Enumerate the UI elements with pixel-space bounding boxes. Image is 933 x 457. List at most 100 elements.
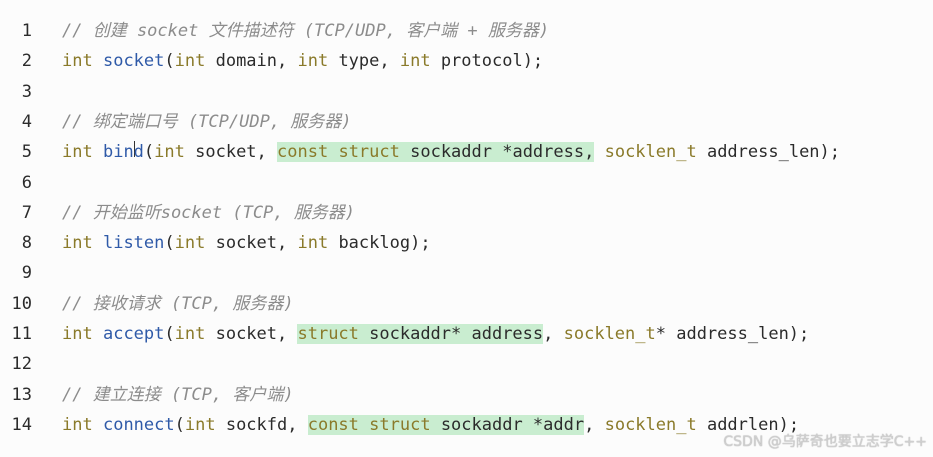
line-number: 5	[21, 142, 32, 163]
code-line: 6	[0, 168, 933, 198]
code-line: 1 // 创建 socket 文件描述符 (TCP/UDP, 客户端 + 服务器)	[0, 16, 933, 46]
function-name: bind	[102, 142, 144, 163]
line-number: 3	[21, 81, 32, 102]
line-content: // 创建 socket 文件描述符 (TCP/UDP, 客户端 + 服务器)	[62, 16, 549, 46]
code-token	[93, 415, 103, 435]
type-keyword: int	[174, 51, 206, 72]
code-token: socket,	[205, 324, 298, 344]
type-keyword: int	[62, 414, 93, 435]
code-token	[93, 233, 103, 253]
type-keyword: const	[307, 414, 359, 435]
type-keyword: socklen_t	[604, 142, 697, 163]
line-number: 11	[11, 324, 32, 344]
line-number: 6	[21, 172, 32, 193]
code-token: ,	[543, 324, 564, 344]
code-line: 7 // 开始监听socket (TCP, 服务器)	[0, 198, 933, 228]
function-name: connect	[102, 414, 175, 435]
code-token: type,	[328, 51, 400, 72]
line-number: 9	[21, 263, 32, 284]
line-number: 13	[11, 384, 32, 405]
line-content: int listen(int socket, int backlog);	[62, 228, 431, 258]
code-line: 5 int bind(int socket, const struct socka…	[0, 137, 933, 167]
type-keyword: int	[174, 233, 206, 254]
line-content: // 建立连接 (TCP, 客户端)	[62, 380, 294, 410]
code-comment: // 开始监听socket (TCP, 服务器)	[62, 202, 355, 223]
type-keyword: int	[62, 233, 93, 254]
line-number: 4	[21, 111, 32, 132]
code-token	[358, 414, 370, 435]
code-token	[594, 142, 604, 162]
type-keyword: int	[399, 51, 431, 72]
code-comment: // 接收请求 (TCP, 服务器)	[62, 293, 294, 314]
code-token: * address_len);	[655, 324, 810, 344]
code-token: (	[164, 51, 175, 72]
code-token: sockaddr *address,	[399, 142, 595, 163]
function-name: socket	[102, 51, 165, 72]
code-token: sockaddr* address	[358, 324, 544, 344]
code-token: domain,	[205, 51, 298, 72]
code-line: 4 // 绑定端口号 (TCP/UDP, 服务器)	[0, 107, 933, 137]
function-name: listen	[102, 233, 165, 254]
code-token: (	[164, 324, 175, 344]
code-token: sockaddr *addr	[430, 414, 585, 435]
code-token: (	[174, 414, 185, 435]
line-number: 8	[21, 233, 32, 254]
type-keyword: int	[62, 51, 93, 72]
line-content: // 接收请求 (TCP, 服务器)	[62, 289, 294, 319]
type-keyword: int	[297, 233, 329, 254]
function-name: accept	[102, 324, 165, 344]
text-cursor-icon	[134, 141, 135, 157]
watermark: CSDN @乌萨奇也要立志学C++	[723, 434, 927, 450]
line-number: 7	[21, 202, 32, 223]
code-token: backlog);	[328, 233, 431, 254]
line-content: // 绑定端口号 (TCP/UDP, 服务器)	[62, 107, 352, 137]
line-number: 1	[21, 21, 32, 41]
type-keyword: struct	[369, 414, 431, 435]
code-token: socket,	[205, 233, 298, 254]
code-comment: // 建立连接 (TCP, 客户端)	[62, 384, 294, 405]
type-keyword: socklen_t	[563, 324, 656, 344]
code-token: (	[164, 233, 175, 254]
type-keyword: int	[297, 51, 329, 72]
line-content: int socket(int domain, int type, int pro…	[62, 46, 543, 76]
code-token: (	[143, 142, 155, 163]
type-keyword: struct	[338, 142, 400, 163]
code-token: address_len);	[696, 142, 841, 163]
type-keyword: int	[174, 324, 206, 344]
code-token: sockfd,	[215, 414, 308, 435]
code-token: protocol);	[430, 51, 544, 72]
line-number: 10	[11, 293, 32, 314]
type-keyword: socklen_t	[604, 414, 697, 435]
type-keyword: struct	[297, 324, 359, 344]
code-token: addrlen);	[696, 414, 800, 435]
line-number: 12	[11, 354, 32, 375]
line-content: int bind(int socket, const struct sockad…	[62, 137, 840, 167]
code-line: 3	[0, 77, 933, 107]
line-number: 2	[21, 51, 32, 72]
code-token	[328, 142, 339, 163]
line-content: int accept(int socket, struct sockaddr* …	[62, 319, 809, 349]
code-line: 10 // 接收请求 (TCP, 服务器)	[0, 289, 933, 319]
code-comment: // 创建 socket 文件描述符 (TCP/UDP, 客户端 + 服务器)	[62, 21, 550, 41]
code-line: 13 // 建立连接 (TCP, 客户端)	[0, 380, 933, 410]
code-token	[93, 142, 103, 162]
line-number: 14	[11, 414, 32, 435]
code-line: 12	[0, 349, 933, 379]
type-keyword: int	[184, 414, 216, 435]
type-keyword: const	[277, 142, 329, 163]
type-keyword: int	[154, 142, 185, 163]
type-keyword: int	[62, 324, 93, 344]
line-content: // 开始监听socket (TCP, 服务器)	[62, 198, 355, 228]
code-token: socket,	[184, 142, 278, 163]
code-token	[93, 51, 103, 71]
code-comment: // 绑定端口号 (TCP/UDP, 服务器)	[62, 111, 352, 132]
code-line: 9	[0, 258, 933, 288]
code-token	[93, 324, 103, 344]
code-token: ,	[584, 414, 605, 435]
line-content: int connect(int sockfd, const struct soc…	[62, 410, 799, 440]
